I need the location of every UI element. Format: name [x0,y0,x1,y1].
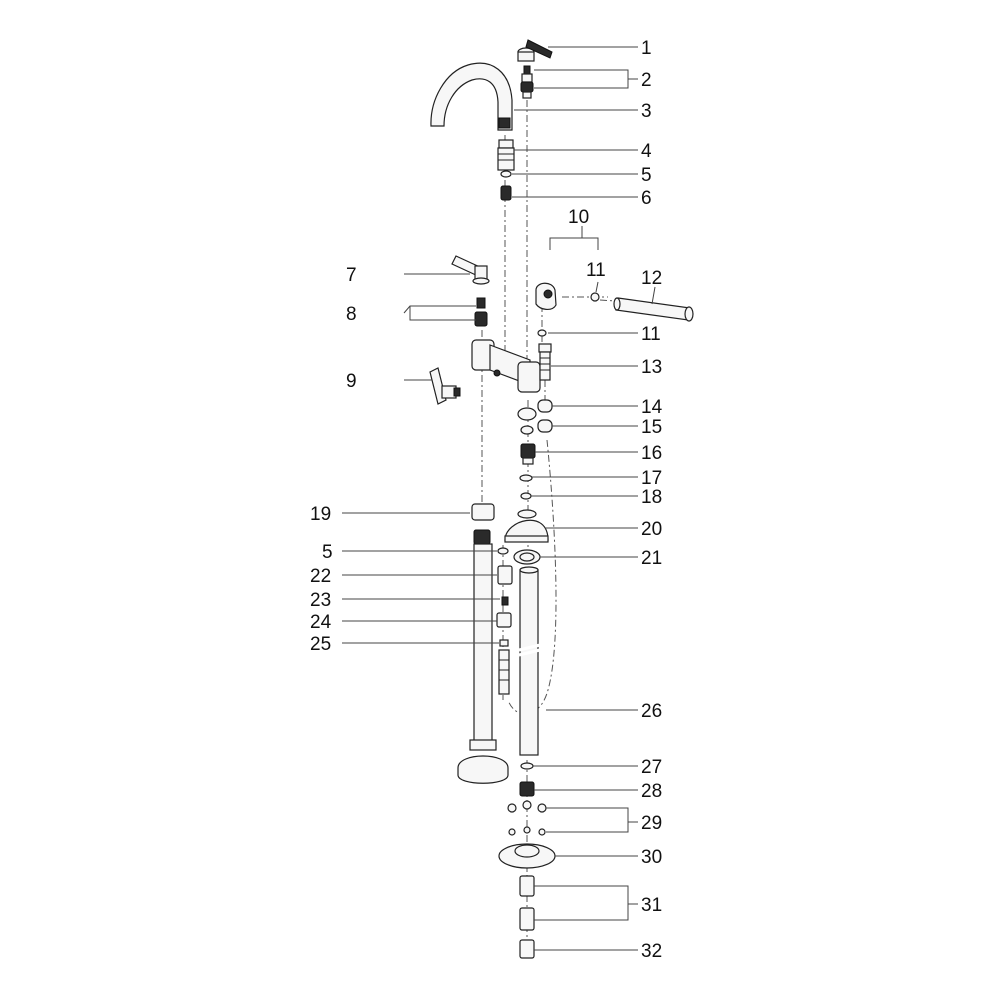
part-valve-body [471,339,541,393]
callout-9: 9 [346,371,357,392]
callout-14: 14 [641,397,663,418]
callout-13: 13 [641,357,662,378]
callout-11-upper: 11 [586,260,606,281]
part-cartridge-left [474,297,488,327]
callout-7: 7 [346,265,357,286]
part-check-valve [497,565,513,585]
callout-31: 31 [641,895,662,916]
part-left-riser-tube [457,529,509,784]
part-base-connector [519,781,535,797]
callout-20: 20 [641,519,662,540]
part-hose-clip-upper [537,399,553,413]
callout-6: 6 [641,188,652,209]
leader-lines [342,46,656,951]
callout-2: 2 [641,70,652,91]
callout-29: 29 [641,813,662,834]
callout-23: 23 [310,590,331,611]
part-threaded-nut [471,503,495,521]
part-flex-hose-lower [498,649,510,695]
callout-11-lower: 11 [641,324,661,345]
assembly-axis-lines [481,70,631,950]
callout-3: 3 [641,101,652,122]
callout-32: 32 [641,941,662,962]
callout-26: 26 [641,701,662,722]
callout-1: 1 [641,38,652,59]
callout-18: 18 [641,487,662,508]
part-top-lever-handle [517,39,553,62]
part-spring [501,596,509,606]
part-cartridge-top [520,65,534,99]
callout-25: 25 [310,634,331,655]
part-hose-clip-lower [537,419,553,433]
callout-16: 16 [641,443,662,464]
callout-15: 15 [641,417,662,438]
part-o-ring-18 [520,492,532,500]
callout-4: 4 [641,141,652,162]
part-aerator-housing [497,139,515,171]
part-collar-ring [513,549,541,565]
part-insert [496,612,512,628]
callout-24: 24 [310,612,332,633]
part-main-column [518,566,541,756]
part-o-ring-17 [519,474,533,482]
part-gooseneck-spout [430,62,513,131]
part-washer-lower [537,329,547,337]
part-supply-nipples [519,875,535,931]
callout-12: 12 [641,268,662,289]
part-hand-shower [613,297,694,322]
part-washer-upper [590,292,600,302]
part-hose-elbow [535,282,557,310]
callout-28: 28 [641,781,662,802]
part-base-flange [498,843,556,869]
callout-22: 22 [310,566,331,587]
part-o-ring-upper [500,170,512,178]
callout-labels: 1 2 3 4 5 6 7 8 9 10 11 11 12 13 14 15 1… [310,38,663,962]
part-left-lever-handle [451,255,490,285]
callout-5-upper: 5 [641,165,652,186]
part-small-washer [499,639,509,647]
callout-10: 10 [568,207,589,228]
part-escutcheon-dome [504,509,549,543]
part-hose-connector [538,343,552,381]
callout-8: 8 [346,304,357,325]
callout-30: 30 [641,847,662,868]
part-o-ring-27 [520,762,534,770]
part-mounting-screws [507,800,547,836]
callout-17: 17 [641,468,662,489]
callout-5-lower: 5 [322,542,333,563]
part-diverter-collar [517,407,537,435]
callout-19: 19 [310,504,331,525]
part-aerator-insert [500,185,512,201]
part-diverter-cartridge [520,443,536,465]
callout-21: 21 [641,548,662,569]
part-supply-fitting [519,939,535,959]
part-side-lever-handle [429,367,461,405]
part-o-ring-lower [497,547,509,555]
callout-27: 27 [641,757,662,778]
